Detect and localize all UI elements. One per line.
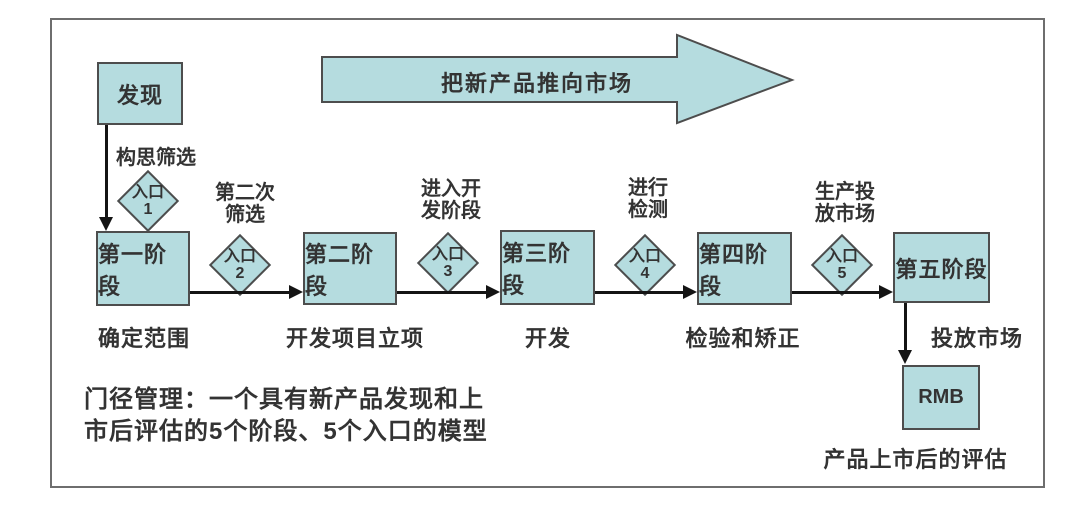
connector-stage4-stage5 bbox=[792, 291, 880, 294]
arrowhead-stage3-stage4 bbox=[683, 285, 697, 299]
stage-1-caption: 确定范围 bbox=[97, 326, 190, 351]
gate-5: 入口 5 bbox=[810, 233, 874, 297]
arrowhead-discovery-stage1 bbox=[99, 217, 113, 231]
gate-5-label: 入口 5 bbox=[825, 248, 858, 282]
stage-4-box: 第四阶段 bbox=[697, 232, 792, 305]
stage-3-caption: 开发 bbox=[524, 326, 571, 351]
discovery-box: 发现 bbox=[97, 62, 183, 125]
arrowhead-stage4-stage5 bbox=[879, 285, 893, 299]
gate-2: 入口 2 bbox=[208, 233, 272, 297]
stage-1-box: 第一阶段 bbox=[96, 231, 190, 306]
gate-1-label: 入口 1 bbox=[131, 184, 164, 218]
connector-stage3-stage4 bbox=[595, 291, 684, 294]
gate-2-label: 入口 2 bbox=[223, 248, 256, 282]
market-push-arrow-label: 把新产品推向市场 bbox=[440, 70, 633, 96]
arrowhead-stage1-stage2 bbox=[289, 285, 303, 299]
gate-3-note: 进入开 发阶段 bbox=[421, 178, 481, 222]
gate-3-label: 入口 3 bbox=[431, 246, 464, 280]
connector-discovery-stage1 bbox=[105, 125, 108, 219]
post-launch-review-box: RMB bbox=[902, 365, 980, 430]
model-description: 门径管理：一个具有新产品发现和上 市后评估的5个阶段、5个入口的模型 bbox=[84, 386, 488, 445]
market-push-arrow-shape bbox=[321, 33, 795, 125]
gate-3: 入口 3 bbox=[416, 231, 480, 295]
gate-4-note: 进行 检测 bbox=[628, 177, 668, 221]
gate-4: 入口 4 bbox=[613, 233, 677, 297]
gate-4-label: 入口 4 bbox=[628, 248, 661, 282]
stage-3-box: 第三阶段 bbox=[500, 230, 595, 305]
gate-1-note: 构思筛选 bbox=[116, 147, 196, 169]
arrowhead-stage2-stage3 bbox=[486, 285, 500, 299]
stage-2-caption: 开发项目立项 bbox=[285, 326, 424, 351]
stage-5-caption: 投放市场 bbox=[930, 326, 1023, 351]
gate-5-note: 生产投 放市场 bbox=[815, 181, 875, 225]
connector-stage2-stage3 bbox=[397, 291, 487, 294]
stage-4-caption: 检验和矫正 bbox=[685, 326, 801, 351]
connector-stage5-rmb bbox=[904, 303, 907, 352]
stage-2-box: 第二阶段 bbox=[303, 232, 397, 305]
gate-2-note: 第二次 筛选 bbox=[215, 182, 275, 226]
connector-stage1-stage2 bbox=[190, 291, 290, 294]
gate-1: 入口 1 bbox=[116, 169, 180, 233]
stage-5-box: 第五阶段 bbox=[893, 232, 990, 303]
post-launch-caption: 产品上市后的评估 bbox=[823, 447, 1008, 472]
arrowhead-stage5-rmb bbox=[898, 350, 912, 364]
